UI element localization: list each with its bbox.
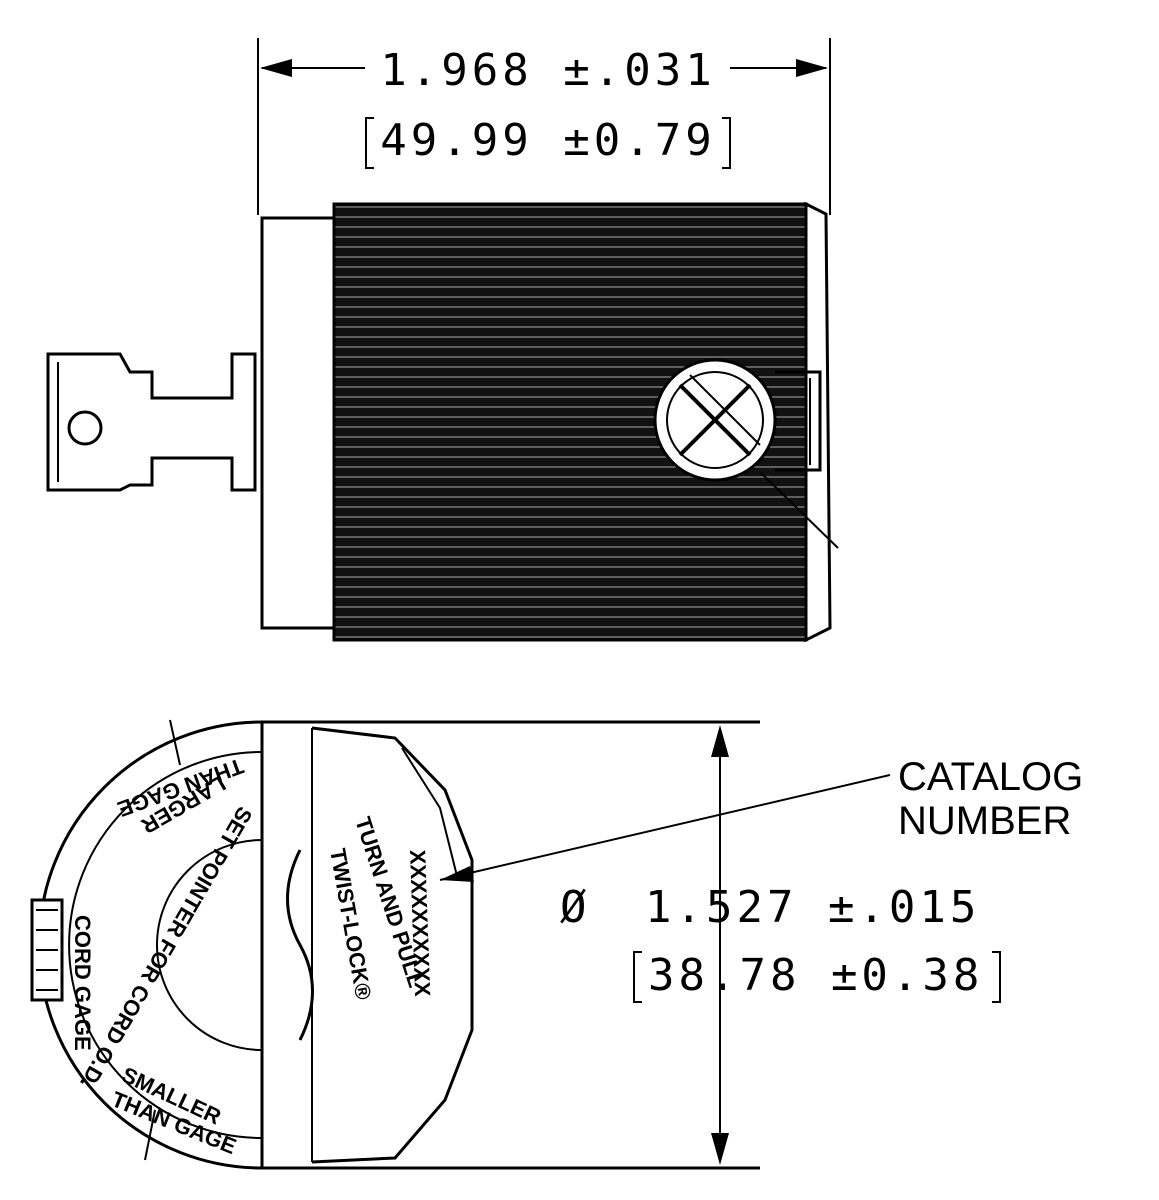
screw-slot-3 xyxy=(689,374,761,446)
catalog-placeholder: XXXXXXXXXX xyxy=(405,849,435,997)
cord-gage-label: CORD GAGE xyxy=(70,915,95,1051)
face-right-housing xyxy=(311,726,474,1164)
catalog-number-callout: CATALOG NUMBER xyxy=(439,755,1083,882)
width-metric-label: 49.99 ±0.79 xyxy=(380,115,715,166)
width-imperial-label: 1.968 ±.031 xyxy=(380,45,715,96)
catalog-leader-arrow xyxy=(440,866,474,882)
diameter-metric-label: 38.78 ±0.38 xyxy=(648,950,983,1001)
face-inner-arc xyxy=(68,751,263,1139)
clamp-diagonal xyxy=(759,471,839,549)
pointer-bottom xyxy=(144,1109,156,1161)
cord-clamp xyxy=(775,370,822,472)
metric-bracket-left xyxy=(365,117,374,169)
metric-bracket-right xyxy=(722,117,731,169)
screw-slot-2 xyxy=(678,383,752,457)
front-collar xyxy=(260,216,336,630)
plug-side-view xyxy=(46,201,839,643)
set-pointer-label: SET POINTER FOR CORD O.D. xyxy=(75,803,257,1094)
width-dimension: 1.968 ±.031 49.99 ±0.79 xyxy=(257,38,831,215)
arrowhead-left xyxy=(260,59,292,77)
diameter-dimension: Ø 1.527 ±.015 38.78 ±0.38 xyxy=(560,725,1001,1165)
plug-face-view: TURN AND PULL TWIST-LOCK® XXXXXXXXXX SET… xyxy=(30,719,760,1170)
diameter-symbol: Ø xyxy=(560,882,591,933)
screw-ring xyxy=(666,371,764,469)
dia-bracket-left xyxy=(633,951,642,1003)
diameter-imperial-label: 1.527 ±.015 xyxy=(645,882,980,933)
face-slot xyxy=(286,849,314,1041)
catalog-label-line1: CATALOG xyxy=(898,755,1083,799)
diameter-arrow-top xyxy=(711,725,729,757)
blade-hole xyxy=(67,410,103,446)
plug-blade xyxy=(46,352,257,492)
face-center-arc xyxy=(156,839,263,1051)
rear-cap xyxy=(804,201,832,643)
dia-bracket-right xyxy=(992,951,1001,1003)
arrowhead-right xyxy=(796,59,828,77)
housing-detail xyxy=(401,747,459,881)
pointer-top xyxy=(169,719,181,766)
catalog-leader-line xyxy=(439,774,891,881)
catalog-label-line2: NUMBER xyxy=(898,799,1071,843)
diameter-arrow-bottom xyxy=(711,1133,729,1165)
